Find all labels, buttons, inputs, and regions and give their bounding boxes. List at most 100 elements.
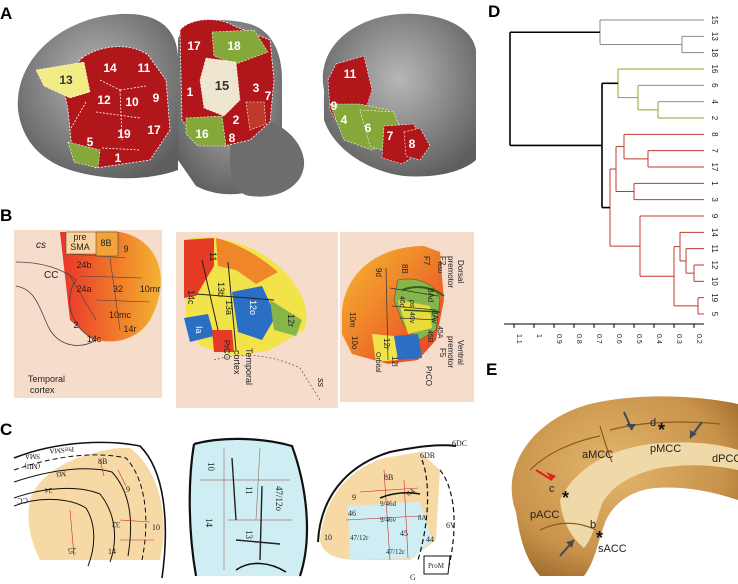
- b-lat-9d: 9d: [374, 268, 383, 277]
- dendrogram-axis-tick-label: 0.4: [655, 334, 662, 344]
- c-lat-47-12c: 47/12c: [386, 548, 405, 556]
- c-med-m3: M3: [55, 469, 66, 478]
- dendrogram-leaf-label: 8: [710, 132, 719, 137]
- dendrogram-leaf-label: 7: [710, 148, 719, 153]
- dendrogram-axis-tick-label: 0.3: [675, 334, 682, 344]
- c-med-sma: SMA: [25, 452, 40, 460]
- dendrogram-leaf-label: 4: [710, 99, 719, 104]
- e-sacc: sACC: [598, 543, 627, 555]
- a-med-5: 5: [87, 135, 94, 149]
- c-med-25: 25: [68, 546, 76, 555]
- dendrogram-leaf-label: 19: [710, 293, 719, 302]
- a-lat-9: 9: [331, 99, 338, 113]
- a-lat-6: 6: [365, 121, 372, 135]
- panel-letter-a: A: [0, 4, 13, 23]
- panel-a-orbital-brain: 17 18 15 1 3 7 2 16 8: [178, 19, 305, 197]
- b-orb-14c: 14c: [186, 290, 196, 305]
- c-med-10: 10: [152, 523, 160, 532]
- dendrogram-axis-tick-label: 0.8: [575, 334, 582, 344]
- c-med-9: 9: [126, 485, 130, 494]
- panel-b-orbital: 13b 13a 12o 12r 11 14c Ia PrCO Temporal …: [176, 232, 338, 408]
- dendrogram-leaf-label: 15: [710, 16, 719, 25]
- b-med-2: 2: [73, 320, 78, 330]
- c-lat-46: 46: [348, 509, 356, 518]
- b-med-cc: CC: [44, 270, 58, 281]
- dendrogram-leaf-label: 3: [710, 197, 719, 202]
- e-c: c: [549, 483, 555, 495]
- dendrogram-leaf-label: 9: [710, 214, 719, 219]
- e-d: d: [650, 417, 656, 429]
- dendrogram-axis-tick-label: 0.9: [555, 334, 562, 344]
- b-med-32: 32: [113, 284, 123, 294]
- e-b: b: [590, 519, 596, 531]
- dendrogram-leaf-label: 12: [710, 261, 719, 270]
- arrowhead-gray-1: [626, 424, 636, 430]
- dendrogram-leaf-label: 1: [710, 181, 719, 186]
- dendrogram-leaf-label: 2: [710, 116, 719, 121]
- c-med-8b: 8B: [98, 457, 107, 466]
- arrow-red: [535, 469, 553, 481]
- dendrogram-leaf-label: 5: [710, 312, 719, 317]
- c-orb-10: 10: [206, 462, 216, 472]
- panel-c-orbital: 10 11 14 13 47/12o: [188, 437, 309, 577]
- b-lat-8b: 8B: [400, 264, 409, 274]
- a-med-14: 14: [103, 61, 117, 75]
- dendrogram: [509, 19, 704, 315]
- panel-b-lateral: Dorsal premotor F2 F7 8B 9d 10m 8Ad asu …: [340, 232, 474, 402]
- c-lat-8a: 8A: [405, 487, 416, 498]
- e-amcc: aMCC: [582, 449, 613, 461]
- dendrogram-leaf-label: 18: [710, 48, 719, 57]
- b-lat-f2: F2: [438, 256, 447, 266]
- c-lat-44: 44: [426, 535, 434, 544]
- a-med-11: 11: [138, 61, 151, 75]
- e-pacc: pACC: [530, 509, 559, 521]
- b-orb-prco: PrCO: [222, 340, 231, 360]
- dendrogram-leaf-label: 17: [710, 163, 719, 172]
- panel-a-lateral-brain: 11 9 4 6 7 8: [322, 13, 476, 177]
- panel-letter-b: B: [0, 206, 13, 225]
- b-lat-ps: ps: [408, 299, 415, 308]
- dendrogram-leaf-label: 6: [710, 83, 719, 88]
- b-lat-8ad: 8Ad: [426, 288, 435, 302]
- a-med-10: 10: [125, 95, 139, 109]
- panel-c: SMA (MII) PreSMA M3 8B 24 9 CC 32 10 25 …: [13, 437, 467, 582]
- dendrogram-axis-tick-label: 0.2: [695, 334, 702, 344]
- b-med-pre: pre: [73, 232, 86, 242]
- a-orb-18: 18: [227, 39, 241, 53]
- b-lat-premotor: premotor: [446, 256, 455, 288]
- c-orb-14: 14: [204, 518, 214, 528]
- a-med-17: 17: [147, 123, 161, 137]
- b-orb-11: 11: [208, 252, 218, 261]
- b-orb-temporal: Temporal: [244, 348, 254, 385]
- b-med-24b: 24b: [76, 260, 91, 270]
- b-orb-12r: 12r: [286, 314, 296, 327]
- b-med-sma: SMA: [70, 242, 90, 252]
- panel-c-medial: SMA (MII) PreSMA M3 8B 24 9 CC 32 10 25 …: [13, 441, 167, 579]
- b-med-10mr: 10mr: [140, 284, 161, 294]
- b-lat-46v: 46v: [408, 312, 415, 324]
- a-med-19: 19: [117, 127, 131, 141]
- a-med-13: 13: [59, 73, 73, 87]
- b-med-cortex: cortex: [30, 385, 55, 395]
- dendrogram-leaf-label: 16: [710, 65, 719, 74]
- a-lat-7: 7: [387, 129, 394, 143]
- b-med-14c: 14c: [87, 334, 102, 344]
- c-orb-47-12o: 47/12o: [274, 486, 284, 512]
- c-med-32: 32: [112, 520, 120, 529]
- e-dpcc: dPCC: [712, 453, 738, 465]
- dendrogram-leaf-label: 11: [710, 245, 719, 254]
- a-orb-16: 16: [195, 127, 209, 141]
- b-lat-12r: 12r: [382, 338, 391, 350]
- b-lat-46d: 46d: [398, 296, 405, 308]
- panel-a: 13 14 11 12 10 9 5 19 17 1 17 18 15 1 3 …: [17, 13, 476, 197]
- b-med-9: 9: [123, 244, 128, 254]
- b-lat-f7: F7: [422, 256, 431, 266]
- arrowhead-gray-2: [690, 430, 697, 438]
- c-lat-6v: 6V: [446, 521, 456, 530]
- c-lat-6dc: 6DC: [452, 439, 467, 448]
- a-orb-8: 8: [229, 131, 236, 145]
- b-orb-ss: ss: [316, 378, 326, 388]
